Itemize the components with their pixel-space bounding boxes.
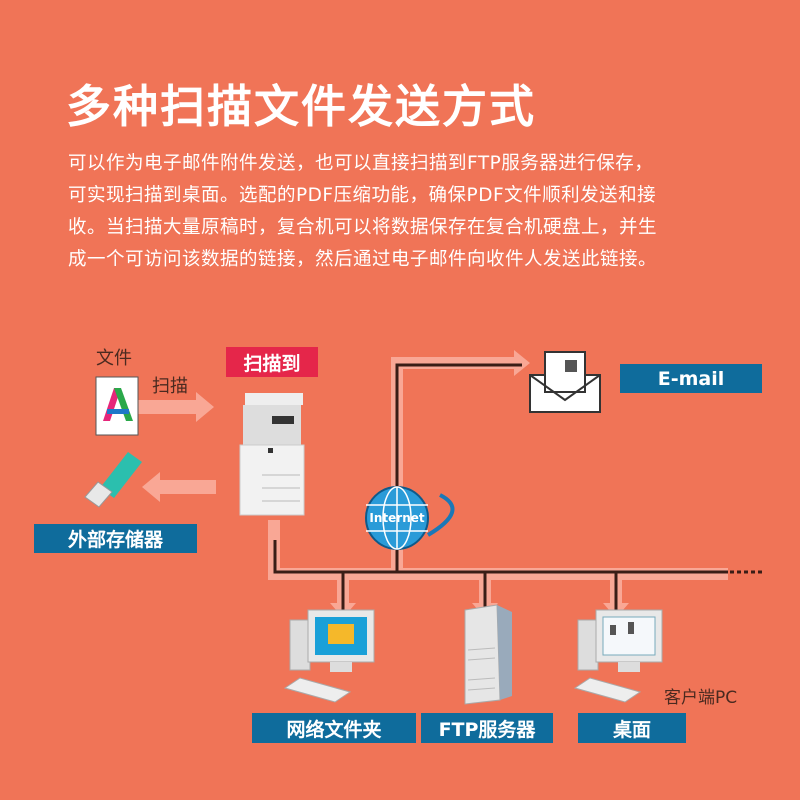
external-storage-label: 外部存储器 (34, 524, 197, 553)
description-line: 可以作为电子邮件附件发送，也可以直接扫描到FTP服务器进行保存， (68, 153, 654, 174)
network-folder-pc-icon (283, 609, 375, 703)
desktop-label: 桌面 (578, 713, 686, 743)
description-line: 收。当扫描大量原稿时，复合机可以将数据保存在复合机硬盘上，并生 (68, 217, 658, 238)
description: 可以作为电子邮件附件发送，也可以直接扫描到FTP服务器进行保存， 可实现扫描到桌… (68, 148, 768, 276)
document-label: 文件 (96, 348, 132, 369)
internet-globe-icon (365, 486, 455, 550)
ftp-server-label: FTP服务器 (421, 713, 553, 743)
internet-label: Internet (369, 511, 425, 525)
usb-drive-icon (84, 452, 142, 508)
desktop-pc-icon (573, 609, 663, 703)
document-icon (95, 376, 139, 436)
ftp-server-icon (464, 604, 512, 705)
printer-icon (239, 393, 305, 516)
email-label: E-mail (620, 364, 762, 393)
client-pc-label: 客户端PC (664, 688, 738, 708)
description-line: 成一个可访问该数据的链接，然后通过电子邮件向收件人发送此链接。 (68, 249, 658, 270)
scan-label: 扫描 (152, 376, 188, 397)
scan-to-label: 扫描到 (226, 347, 318, 377)
network-folder-label: 网络文件夹 (252, 713, 416, 743)
email-envelope-icon (529, 351, 601, 413)
description-line: 可实现扫描到桌面。选配的PDF压缩功能，确保PDF文件顺利发送和接 (68, 185, 657, 206)
page-title: 多种扫描文件发送方式 (66, 80, 537, 133)
